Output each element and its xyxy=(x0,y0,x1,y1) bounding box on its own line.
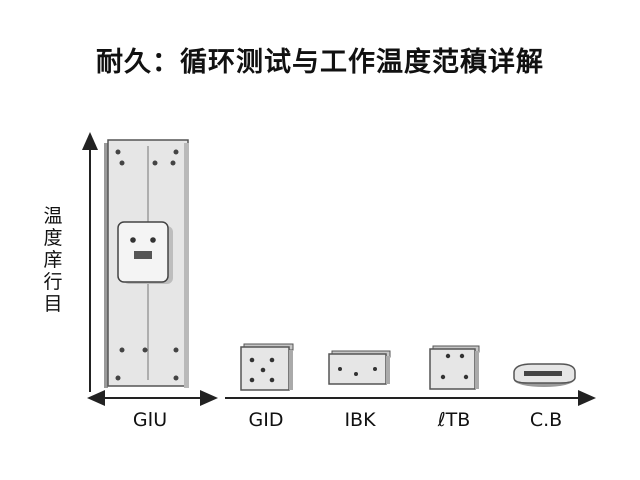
y-axis-label-char: 温 xyxy=(43,205,63,227)
x-label-1: GꓲU xyxy=(132,409,168,431)
x-label-3: IBK xyxy=(344,409,376,431)
y-axis-label-char: 庠 xyxy=(43,249,63,271)
device-ibk xyxy=(328,350,391,385)
tall-panel-device xyxy=(104,139,189,388)
x-label-4: ℓTB xyxy=(437,409,471,431)
y-axis-label: 温 度 庠 行 目 xyxy=(40,205,66,315)
x-label-5: C.B xyxy=(529,409,563,431)
y-axis-label-char: 目 xyxy=(43,293,63,315)
device-ltb xyxy=(429,345,480,390)
diagram-title: 耐久：循环测试与工作温度范稹详解 xyxy=(96,47,544,78)
y-axis-label-char: 行 xyxy=(43,271,63,293)
y-axis-label-char: 度 xyxy=(43,227,63,249)
device-gid xyxy=(240,343,294,391)
x-label-2: GID xyxy=(248,409,284,431)
device-cb xyxy=(513,363,576,387)
